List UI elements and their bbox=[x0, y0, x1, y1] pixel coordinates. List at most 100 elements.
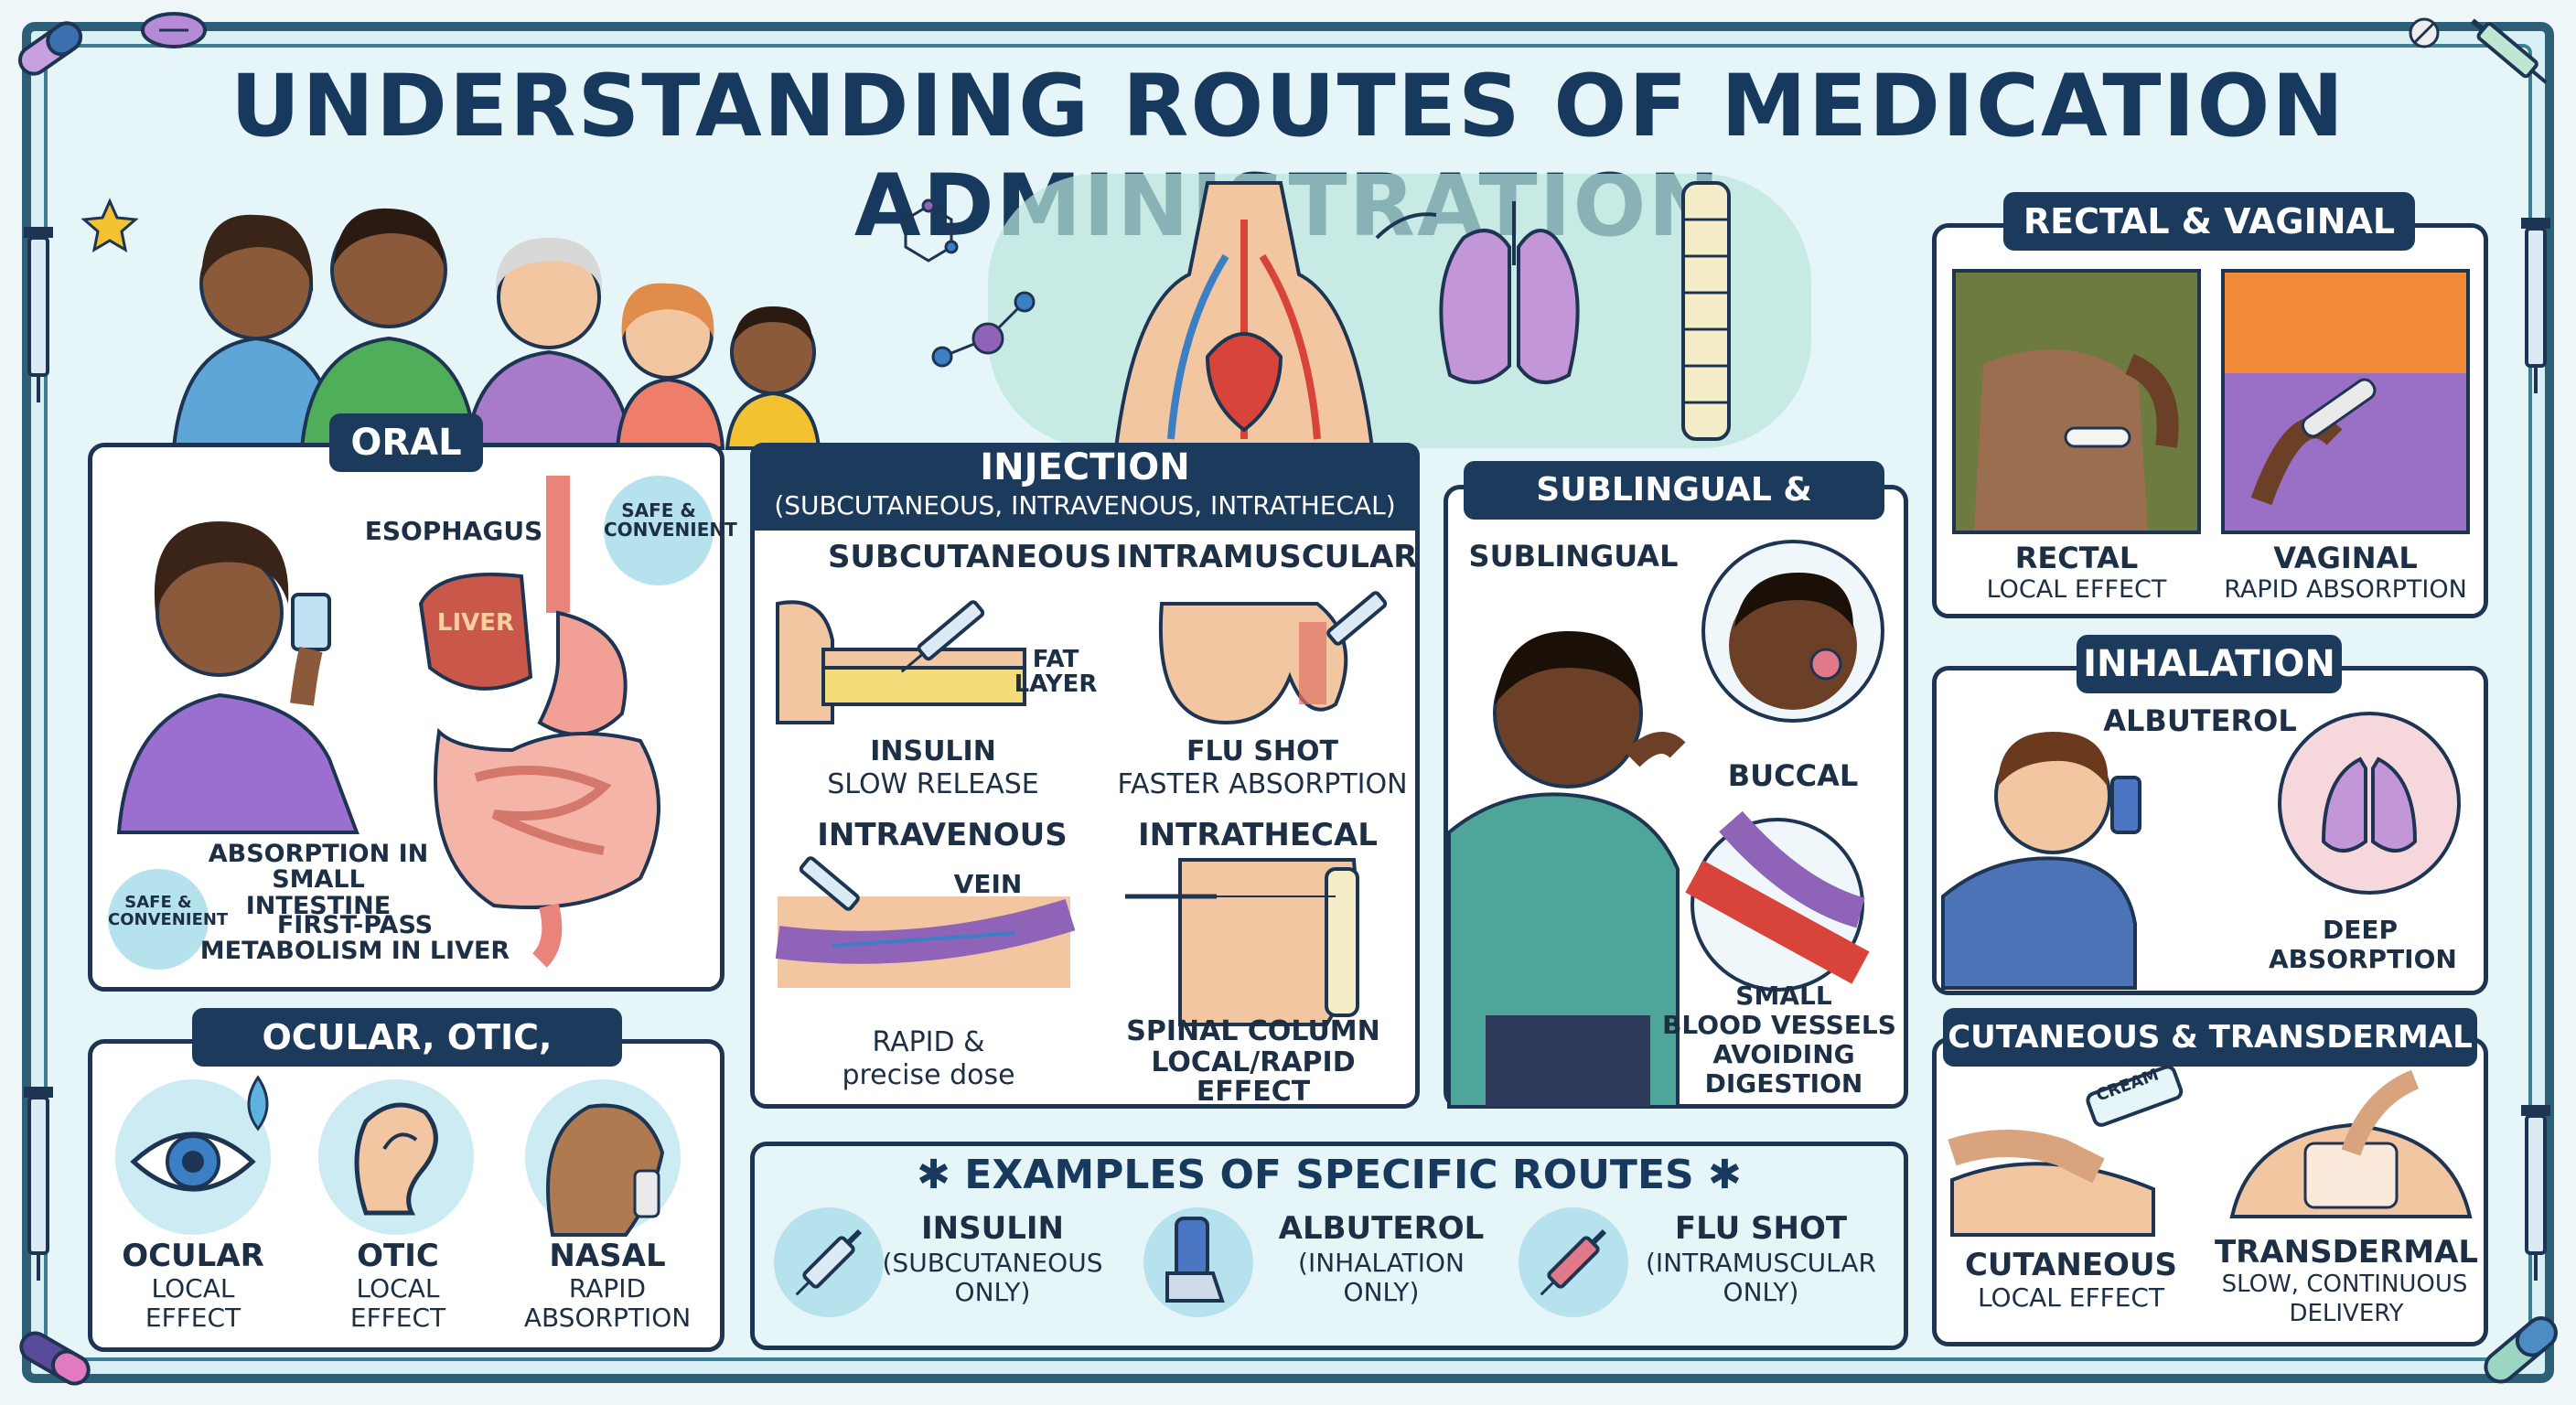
pill-bottom-left-icon bbox=[19, 1331, 91, 1386]
syringe-red-icon bbox=[1540, 1228, 1607, 1296]
lungs-circle bbox=[2278, 712, 2461, 895]
patch-illustration bbox=[2229, 1069, 2473, 1218]
injection-subtitle: (SUBCUTANEOUS, INTRAVENOUS, INTRATHECAL) bbox=[774, 490, 1396, 520]
intravenous-illustration bbox=[775, 856, 1076, 988]
anatomy-illustration bbox=[904, 174, 1811, 450]
vaginal-illustration bbox=[2225, 273, 2466, 531]
left-syringe-icon bbox=[24, 227, 53, 402]
otic-sub-1: LOCAL bbox=[356, 1273, 440, 1303]
syringe-corner-icon bbox=[2470, 18, 2548, 84]
injection-title-box bbox=[750, 443, 1420, 531]
example-flu-route-1: (INTRAMUSCULAR bbox=[1645, 1248, 1877, 1278]
vaginal-sub: RAPID ABSORPTION bbox=[2224, 575, 2467, 604]
otic-label: OTIC bbox=[357, 1238, 439, 1274]
deep-absorption-2: ABSORPTION bbox=[2269, 944, 2457, 974]
nasal-label: NASAL bbox=[549, 1238, 666, 1274]
sublingual-label: SUBLINGUAL bbox=[1468, 539, 1679, 574]
example-albuterol-name: ALBUTEROL bbox=[1278, 1210, 1485, 1247]
intrathecal-caption-1: SPINAL COLUMN bbox=[1126, 1015, 1380, 1047]
molecule-icon bbox=[904, 198, 1036, 368]
vaginal-label: VAGINAL bbox=[2273, 541, 2418, 575]
injection-title: INJECTION bbox=[980, 446, 1190, 488]
cutaneous-sub: LOCAL EFFECT bbox=[1977, 1282, 2165, 1313]
ocular-sub-1: LOCAL bbox=[151, 1273, 235, 1303]
examples-title: ✱ EXAMPLES OF SPECIFIC ROUTES ✱ bbox=[917, 1152, 1742, 1198]
safe-badge-bottom bbox=[108, 869, 209, 970]
pill-icon bbox=[17, 21, 83, 76]
subcutaneous-label: SUBCUTANEOUS bbox=[827, 539, 1112, 575]
otic-sub-2: EFFECT bbox=[349, 1303, 446, 1333]
tablet-small-icon bbox=[2409, 17, 2440, 48]
inhalation-title: INHALATION bbox=[2077, 635, 2342, 693]
blood-vessels-illustration bbox=[1685, 810, 1870, 984]
first-pass-label: FIRST-PASS METABOLISM IN LIVER bbox=[199, 911, 510, 966]
intrathecal-illustration bbox=[1125, 858, 1359, 1026]
liver-label: LIVER bbox=[436, 609, 515, 637]
tablet-icon bbox=[141, 12, 207, 48]
intravenous-caption-1: RAPID & bbox=[872, 1026, 985, 1058]
droplet-icon bbox=[247, 1075, 269, 1132]
transdermal-sub-2: DELIVERY bbox=[2289, 1300, 2404, 1327]
transdermal-sub-1: SLOW, CONTINUOUS bbox=[2221, 1271, 2468, 1298]
rectal-title: RECTAL & VAGINAL bbox=[2003, 192, 2415, 251]
man-sublingual-illustration bbox=[1447, 631, 1686, 1109]
inhaler-icon bbox=[1165, 1217, 1225, 1303]
digestive-tract-illustration bbox=[418, 476, 660, 968]
intrathecal-caption-2: LOCAL/RAPID bbox=[1151, 1046, 1356, 1078]
cream-illustration bbox=[1948, 1065, 2184, 1237]
eye-icon bbox=[130, 1132, 256, 1192]
cutaneous-label: CUTANEOUS bbox=[1964, 1247, 2178, 1283]
oral-title: ORAL bbox=[329, 413, 483, 472]
nasal-sub-2: ABSORPTION bbox=[523, 1303, 692, 1333]
examples-panel bbox=[750, 1142, 1908, 1350]
rectal-sub: LOCAL EFFECT bbox=[1986, 575, 2167, 604]
sublingual-title: SUBLINGUAL & BUCCAL bbox=[1464, 461, 1884, 567]
example-flu-route-2: ONLY) bbox=[1723, 1277, 1799, 1307]
intramuscular-label: INTRAMUSCULAR bbox=[1116, 539, 1418, 575]
ocular-title: OCULAR, OTIC, NASAL bbox=[192, 1008, 622, 1116]
albuterol-label: ALBUTEROL bbox=[2103, 703, 2297, 738]
star-icon bbox=[80, 198, 139, 252]
example-insulin-route-2: ONLY) bbox=[954, 1277, 1031, 1307]
vessels-label-3: AVOIDING bbox=[1712, 1039, 1855, 1069]
example-albuterol-route-2: ONLY) bbox=[1343, 1277, 1420, 1307]
buccal-face-illustration bbox=[1729, 573, 1857, 710]
cutaneous-title: CUTANEOUS & TRANSDERMAL bbox=[1943, 1008, 2477, 1067]
intramuscular-caption-1: FLU SHOT bbox=[1186, 735, 1339, 767]
subcutaneous-illustration bbox=[776, 600, 1026, 724]
example-albuterol-route-1: (INHALATION bbox=[1298, 1248, 1465, 1278]
left-syringe-low-icon bbox=[24, 1087, 53, 1281]
right-syringe-low-icon bbox=[2521, 1105, 2550, 1281]
vessels-label-2: BLOOD VESSELS bbox=[1662, 1010, 1896, 1040]
vessels-label-4: DIGESTION bbox=[1704, 1068, 1863, 1099]
intrathecal-caption-3: EFFECT bbox=[1196, 1076, 1311, 1108]
safe-badge-top bbox=[604, 476, 714, 585]
boy-inhaler-illustration bbox=[1941, 732, 2141, 990]
example-insulin-name: INSULIN bbox=[921, 1210, 1064, 1247]
example-flu-name: FLU SHOT bbox=[1674, 1210, 1848, 1247]
rectal-label: RECTAL bbox=[2014, 541, 2139, 575]
vein-label: VEIN bbox=[953, 869, 1023, 899]
vessels-label-1: SMALL bbox=[1735, 981, 1832, 1011]
nasal-sub-1: RAPID bbox=[568, 1273, 647, 1303]
woman-drinking-illustration bbox=[116, 521, 360, 834]
subcutaneous-caption-2: SLOW RELEASE bbox=[827, 768, 1039, 800]
buccal-label: BUCCAL bbox=[1727, 758, 1859, 793]
ocular-sub-2: EFFECT bbox=[145, 1303, 242, 1333]
intrathecal-label: INTRATHECAL bbox=[1138, 817, 1378, 853]
ear-icon bbox=[354, 1102, 438, 1216]
ocular-label: OCULAR bbox=[122, 1238, 264, 1274]
lungs-icon bbox=[2321, 756, 2418, 853]
deep-absorption-1: DEEP bbox=[2322, 915, 2399, 945]
transdermal-label: TRANSDERMAL bbox=[2214, 1234, 2479, 1271]
nose-icon bbox=[546, 1103, 665, 1237]
safe-badge-top-text: SAFE & CONVENIENT bbox=[604, 499, 737, 541]
spine-icon bbox=[1681, 181, 1731, 441]
intravenous-label: INTRAVENOUS bbox=[817, 817, 1068, 853]
example-insulin-route-1: (SUBCUTANEOUS bbox=[882, 1248, 1103, 1278]
intramuscular-caption-2: FASTER ABSORPTION bbox=[1117, 768, 1408, 800]
absorption-label: ABSORPTION IN SMALL INTESTINE bbox=[208, 840, 429, 920]
family-illustration bbox=[80, 198, 821, 450]
esophagus-label: ESOPHAGUS bbox=[364, 516, 543, 546]
right-syringe-icon bbox=[2521, 218, 2550, 393]
